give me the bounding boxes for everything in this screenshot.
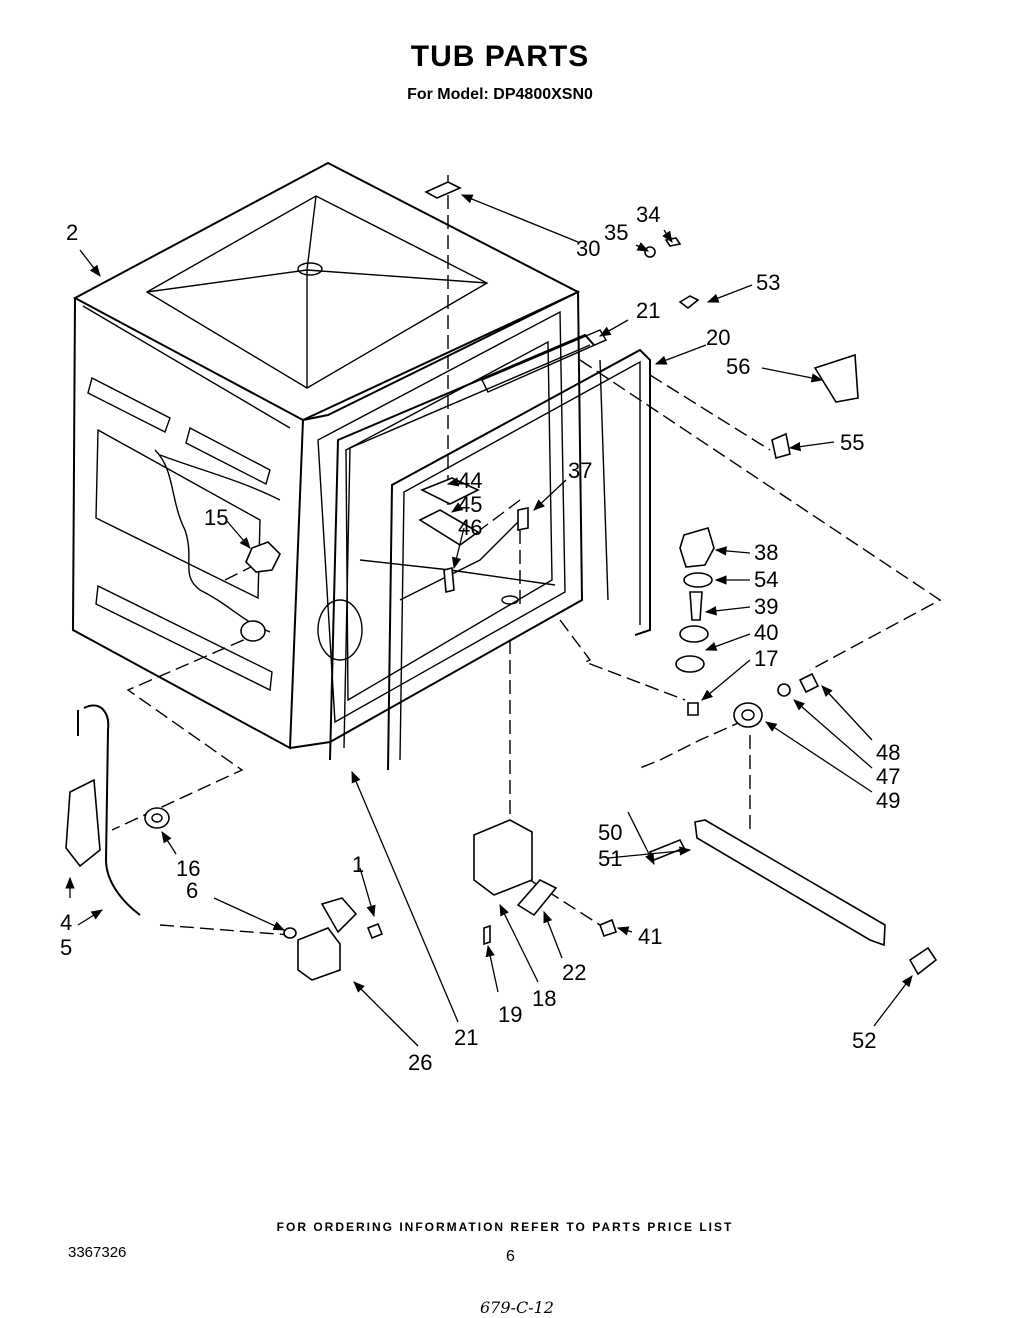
callout-21-top: 21	[636, 298, 660, 323]
page-number: 6	[506, 1248, 515, 1265]
leader-arrows	[65, 194, 913, 1047]
tub-drawing	[71, 161, 584, 750]
callout-5: 5	[60, 935, 72, 960]
callout-38: 38	[754, 540, 778, 565]
callout-2: 2	[66, 220, 78, 245]
callout-19: 19	[498, 1002, 522, 1027]
callout-44: 44	[458, 468, 482, 493]
callout-50: 50	[598, 820, 622, 845]
callout-37: 37	[568, 458, 592, 483]
callout-39: 39	[754, 594, 778, 619]
callout-54: 54	[754, 567, 778, 592]
model-subtitle: For Model: DP4800XSN0	[407, 86, 593, 103]
callout-47: 47	[876, 764, 900, 789]
callout-17: 17	[754, 646, 778, 671]
callout-48: 48	[876, 740, 900, 765]
callout-45: 45	[458, 492, 482, 517]
callout-55: 55	[840, 430, 864, 455]
parts-drawings	[65, 181, 938, 981]
callout-1: 1	[352, 852, 364, 877]
assembly-lines	[111, 175, 942, 936]
callout-6: 6	[186, 878, 198, 903]
callout-15: 15	[204, 505, 228, 530]
callout-20: 20	[706, 325, 730, 350]
callout-46: 46	[458, 515, 482, 540]
document-number: 3367326	[68, 1244, 127, 1261]
callout-16: 16	[176, 856, 200, 881]
callout-22: 22	[562, 960, 586, 985]
handwritten-code: 679-C-12	[480, 1298, 554, 1317]
callout-52: 52	[852, 1028, 876, 1053]
page-title: TUB PARTS	[410, 40, 590, 73]
callout-49: 49	[876, 788, 900, 813]
callout-51: 51	[598, 846, 622, 871]
ordering-note: FOR ORDERING INFORMATION REFER TO PARTS …	[276, 1220, 734, 1234]
door-gaskets	[329, 329, 651, 771]
callout-41: 41	[638, 924, 662, 949]
callout-18: 18	[532, 986, 556, 1011]
callout-53: 53	[756, 270, 780, 295]
callout-21-bottom: 21	[454, 1025, 478, 1050]
callout-30: 30	[576, 236, 600, 261]
callout-26: 26	[408, 1050, 432, 1075]
callout-40: 40	[754, 620, 778, 645]
callout-4: 4	[60, 910, 72, 935]
callout-35: 35	[604, 220, 628, 245]
callout-labels: 2 30 35 34 53 21 20 56 55 37 44 45 46 15…	[60, 202, 900, 1075]
callout-56: 56	[726, 354, 750, 379]
callout-34: 34	[636, 202, 660, 227]
